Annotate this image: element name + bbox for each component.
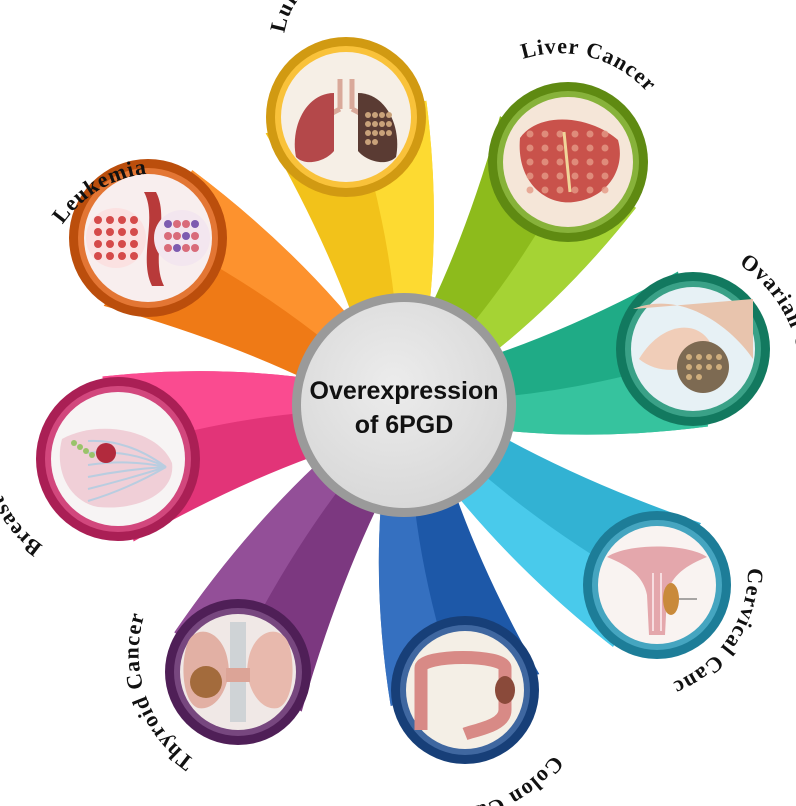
- disc-lung: [266, 37, 426, 197]
- disc-ovarian: [616, 272, 770, 426]
- thyroid-icon: [183, 622, 292, 722]
- center-title-line2: of 6PGD: [355, 411, 454, 439]
- disc-thyroid: [165, 599, 311, 745]
- disc-colon: [391, 616, 539, 764]
- disc-liver: [488, 82, 648, 242]
- disc-cervical: [583, 511, 731, 659]
- disc-lung-image-bg: [281, 52, 411, 182]
- label-breast-cancer: Breast Cancer: [0, 409, 46, 562]
- label-lung-cancer: Lung Cancer: [265, 0, 395, 34]
- center-circle: [301, 302, 507, 508]
- disc-breast: [36, 377, 200, 541]
- center-title-line1: Overexpression: [310, 377, 499, 405]
- center-hub: Overexpression of 6PGD: [292, 293, 516, 517]
